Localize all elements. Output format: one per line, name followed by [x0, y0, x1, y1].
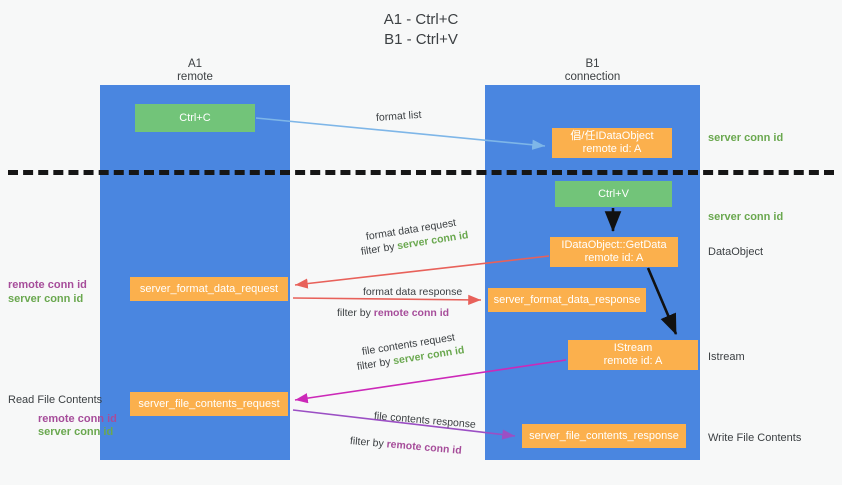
label-server-conn-id-bottom: server conn id [38, 426, 114, 438]
box-idataobject-top-line1: 倡/任IDataObject [570, 130, 654, 142]
box-server-format-data-request-label: server_format_data_request [139, 282, 279, 295]
label-server-conn-id-top: server conn id [708, 132, 784, 144]
label-istream: Istream [708, 351, 745, 363]
edge-label-file-contents-response-filter: filter by remote conn id [349, 434, 462, 458]
box-server-file-contents-response-label: server_file_contents_response [529, 429, 679, 442]
label-server-conn-id-mid: server conn id [708, 211, 784, 223]
label-read-file-contents: Read File Contents [8, 394, 103, 406]
edge-label-format-data-response: format data response [363, 286, 463, 298]
box-ctrl-c[interactable]: Ctrl+C [135, 104, 255, 132]
box-server-file-contents-request-label: server_file_contents_request [138, 397, 280, 410]
page-title: A1 - Ctrl+C B1 - Ctrl+V [0, 10, 842, 50]
box-server-file-contents-response[interactable]: server_file_contents_response [522, 424, 686, 448]
edge-label-format-data-response-filter: filter by remote conn id [337, 306, 449, 320]
box-ctrl-c-label: Ctrl+C [179, 111, 211, 124]
edge-label-format-list: format list [375, 108, 422, 124]
box-server-format-data-response-label: server_format_data_response [493, 293, 641, 306]
box-ctrl-v-label: Ctrl+V [598, 187, 629, 200]
box-server-format-data-response[interactable]: server_format_data_response [488, 288, 646, 312]
box-server-file-contents-request[interactable]: server_file_contents_request [130, 392, 288, 416]
box-idataobject-top[interactable]: 倡/任IDataObject remote id: A [552, 128, 672, 158]
lane-a1-role: remote [177, 71, 213, 83]
edge-label-file-contents-response: file contents response [373, 410, 477, 431]
box-idataobject-top-line2: remote id: A [582, 143, 642, 155]
lane-header-b1: B1 connection [485, 58, 700, 84]
lane-header-a1: A1 remote [100, 58, 290, 84]
filter-prefix: filter by [349, 435, 388, 451]
label-remote-conn-id-bottom: remote conn id [38, 413, 117, 425]
label-write-file-contents: Write File Contents [708, 432, 802, 444]
filter-prefix: filter by [360, 240, 399, 258]
title-line-1: A1 - Ctrl+C [383, 11, 459, 28]
label-dataobject: DataObject [708, 246, 764, 258]
box-server-format-data-request[interactable]: server_format_data_request [130, 277, 288, 301]
box-getdata-line2: remote id: A [584, 252, 644, 264]
box-istream-line1: IStream [613, 342, 653, 354]
lane-b1-role: connection [564, 71, 621, 83]
box-getdata-line1: IDataObject::GetData [561, 239, 667, 251]
label-server-conn-id-left-mid: server conn id [8, 293, 84, 305]
box-ctrl-v[interactable]: Ctrl+V [555, 181, 672, 207]
box-istream-line2: remote id: A [603, 355, 663, 367]
title-line-2: B1 - Ctrl+V [384, 31, 458, 48]
filter-value: remote conn id [373, 307, 450, 319]
box-istream[interactable]: IStream remote id: A [568, 340, 698, 370]
label-remote-conn-id-mid: remote conn id [8, 279, 87, 291]
box-idataobject-getdata[interactable]: IDataObject::GetData remote id: A [550, 237, 678, 267]
filter-prefix: filter by [337, 307, 374, 319]
filter-value: remote conn id [386, 438, 463, 457]
lane-a1-name: A1 [187, 58, 203, 70]
filter-prefix: filter by [356, 355, 395, 373]
lane-b1-name: B1 [585, 58, 600, 70]
phase-divider [8, 170, 834, 175]
